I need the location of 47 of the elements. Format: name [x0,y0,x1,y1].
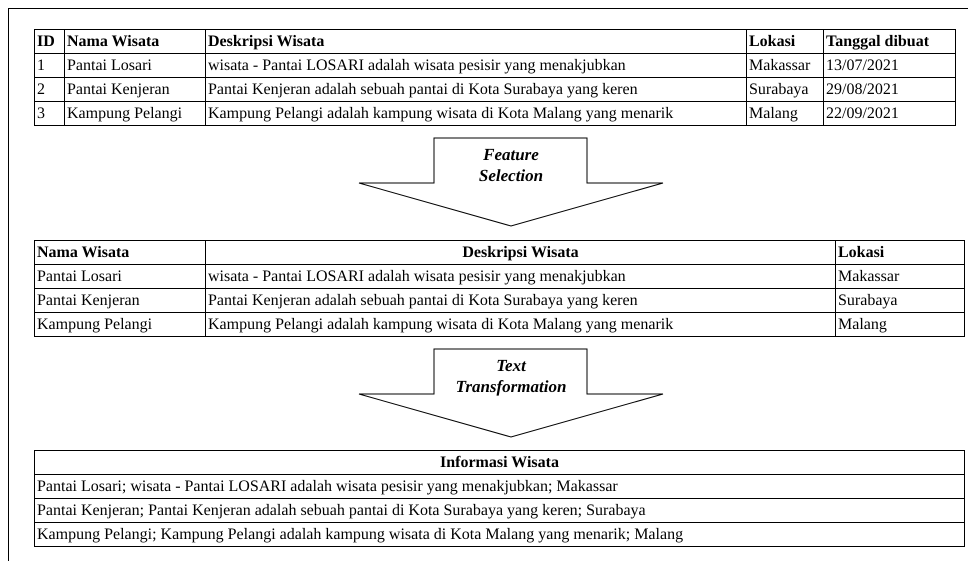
column-header: Nama Wisata [36,243,130,263]
table-row [35,312,964,336]
table-cell: Malang [746,102,823,125]
data-table [34,29,956,126]
table-row [35,77,955,101]
column-header: Deskripsi Wisata [205,241,835,264]
table-cell: Kampung Pelangi adalah kampung wisata di Kota Malang yang menarik [205,313,835,336]
table-cell: wisata - Pantai LOSARI adalah wisata pesisir yang menakjubkan [205,54,746,77]
table-cell: Makassar [746,54,823,77]
table-cell: 13/07/2021 [823,54,955,77]
column-header: Nama Wisata [64,30,205,53]
table-cell: Kampung Pelangi [64,102,205,125]
table-cell-text: Kampung Pelangi; Kampung Pelangi adalah kampung wisata di Kota Malang yang menarik; Malang [36,525,684,545]
step-label: Feature Selection [478,144,544,186]
table-cell-text: 3 [36,104,46,124]
column-header: Tanggal dibuat [823,30,955,53]
table-cell: 29/08/2021 [823,78,955,101]
table-cell: Pantai Losari [64,54,205,77]
column-header: Lokasi [746,30,823,53]
data-table [34,450,965,547]
table-cell-text: Pantai Kenjeran; Pantai Kenjeran adalah sebuah pantai di Kota Surabaya yang keren; Surabaya [36,501,647,521]
table-cell-text: Pantai Losari [36,267,123,287]
table-cell: Surabaya [746,78,823,101]
column-header: Informasi Wisata [439,453,560,473]
table-cell: 22/09/2021 [823,102,955,125]
table-cell: Pantai Kenjeran adalah sebuah pantai di Kota Surabaya yang keren [205,289,835,312]
table-cell: Malang [835,313,964,336]
table-cell-text: Pantai Losari; wisata - Pantai LOSARI adalah wisata pesisir yang menakjubkan; Makassar [36,477,619,497]
table-cell-text: Kampung Pelangi [36,315,154,335]
table-cell-text: 2 [36,80,46,100]
table-cell-text: 1 [36,56,46,76]
table-cell: Surabaya [835,289,964,312]
table-cell: Pantai Kenjeran adalah sebuah pantai di Kota Surabaya yang keren [205,78,746,101]
table-row [35,264,964,288]
data-table [34,240,965,337]
column-header: Lokasi [835,241,964,264]
table-cell-text: Pantai Kenjeran [36,291,141,311]
table-cell: Pantai Kenjeran [64,78,205,101]
table-cell: wisata - Pantai LOSARI adalah wisata pesisir yang menakjubkan [205,265,835,288]
table-row [35,53,955,77]
column-header: ID [36,32,56,52]
column-header: Deskripsi Wisata [205,30,746,53]
step-label: Text Transformation [454,355,568,397]
table-cell: Makassar [835,265,964,288]
table-row [35,101,955,125]
table-row [35,288,964,312]
table-cell: Kampung Pelangi adalah kampung wisata di Kota Malang yang menarik [205,102,746,125]
